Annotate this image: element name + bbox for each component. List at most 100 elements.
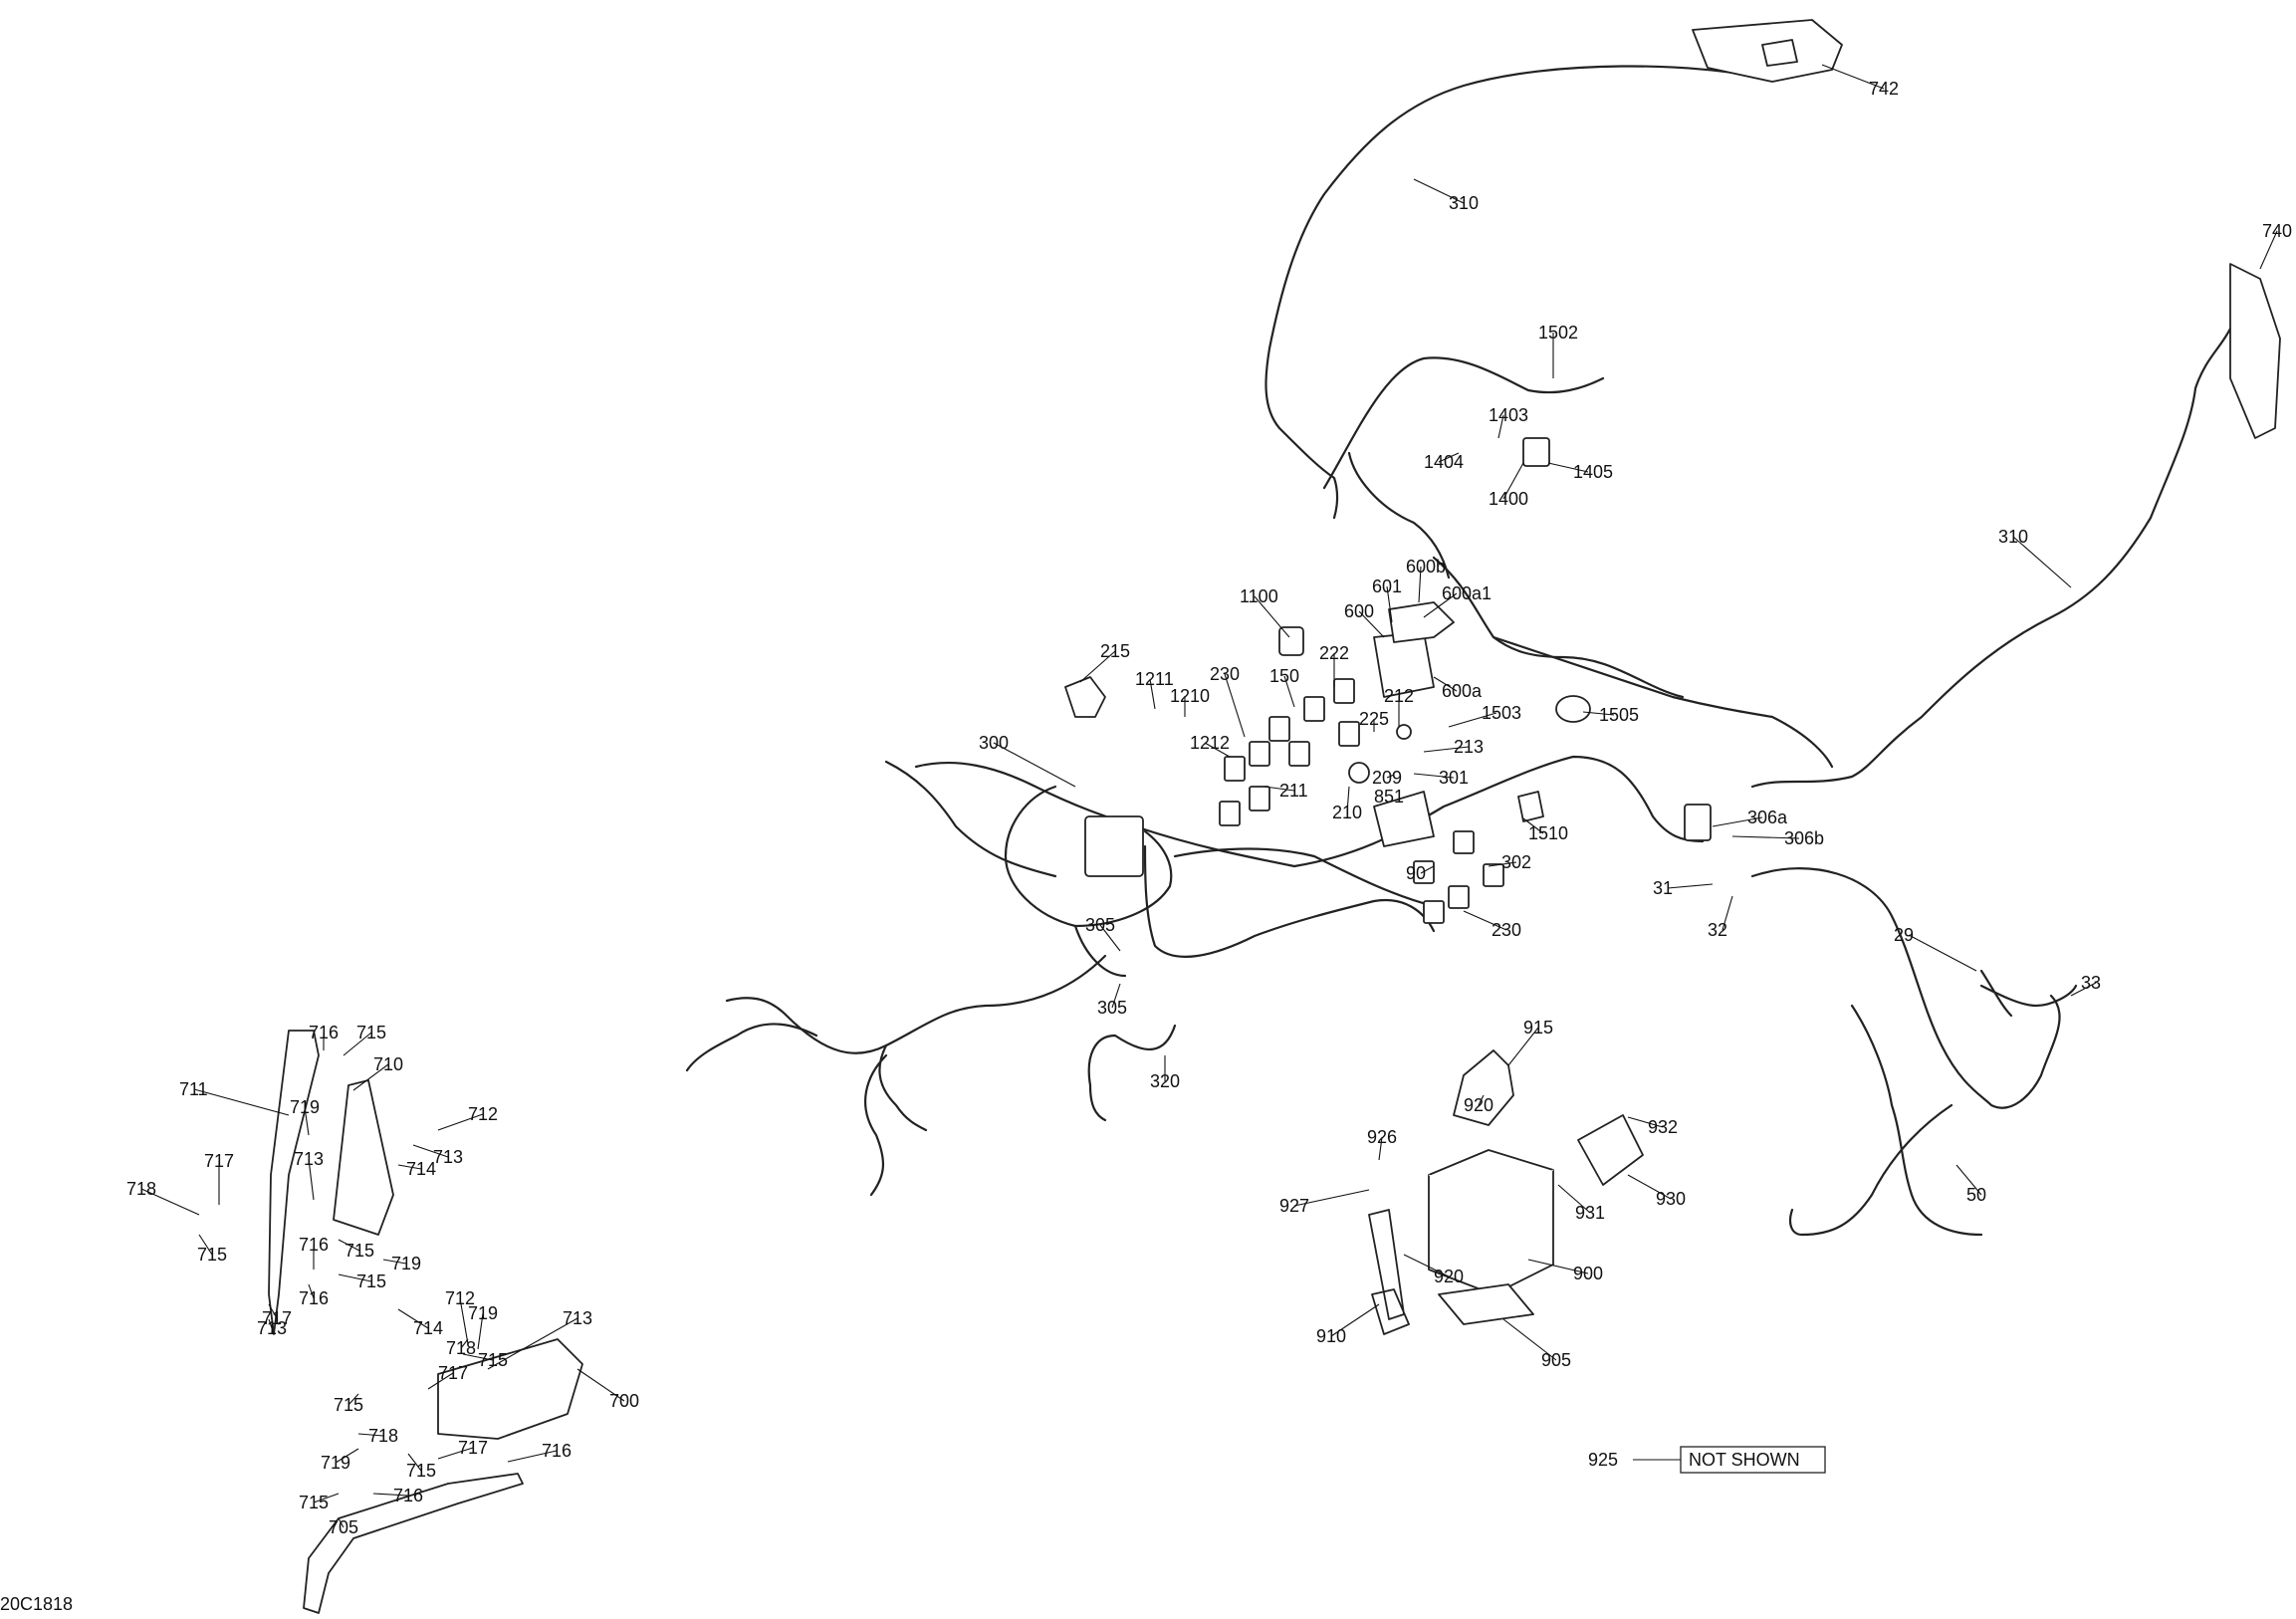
harness-branch-740	[1750, 327, 2232, 789]
svg-text:717: 717	[262, 1308, 292, 1328]
callout-712: 712	[445, 1288, 475, 1345]
callout-700: 700	[576, 1368, 639, 1411]
svg-text:915: 915	[1523, 1018, 1553, 1038]
callout-716: 716	[299, 1235, 329, 1270]
taillight-742-connector	[1761, 39, 1798, 67]
harness-left-feed	[884, 760, 1057, 878]
callout-230: 230	[1210, 664, 1246, 738]
headlamp-700	[437, 1338, 583, 1440]
svg-text:710: 710	[373, 1054, 403, 1074]
svg-text:211: 211	[1279, 781, 1308, 801]
bezel-711	[268, 1030, 320, 1335]
svg-text:212: 212	[1384, 686, 1414, 706]
callout-150: 150	[1269, 666, 1299, 708]
svg-text:90: 90	[1406, 863, 1426, 883]
svg-text:310: 310	[1998, 527, 2028, 547]
callout-300: 300	[979, 733, 1076, 788]
not-shown-label: NOT SHOWN	[1689, 1450, 1800, 1470]
callout-719: 719	[382, 1254, 421, 1273]
callout-715: 715	[406, 1453, 436, 1481]
svg-text:150: 150	[1269, 666, 1299, 686]
callout-600b: 600b	[1406, 557, 1446, 603]
svg-text:33: 33	[2081, 973, 2101, 993]
callout-715: 715	[338, 1272, 386, 1291]
callout-1404: 1404	[1424, 452, 1464, 472]
svg-text:718: 718	[368, 1426, 398, 1446]
svg-text:715: 715	[478, 1350, 508, 1370]
svg-text:716: 716	[299, 1235, 329, 1255]
callout-222: 222	[1319, 643, 1349, 687]
harness-left-branch-a	[878, 1043, 928, 1132]
harness-branch-1502	[1322, 356, 1605, 490]
harness-branch-742	[1264, 65, 1774, 520]
callout-600a1: 600a1	[1423, 583, 1492, 618]
svg-text:920: 920	[1464, 1095, 1493, 1115]
svg-text:715: 715	[406, 1461, 436, 1481]
callout-710: 710	[352, 1054, 403, 1091]
callout-1503: 1503	[1448, 703, 1521, 728]
svg-text:600a: 600a	[1442, 681, 1483, 701]
component-1510	[1517, 791, 1544, 822]
battery-900	[1428, 1149, 1554, 1295]
callout-930: 930	[1627, 1174, 1686, 1209]
svg-text:910: 910	[1316, 1326, 1346, 1346]
callout-742: 742	[1821, 64, 1899, 99]
callout-719: 719	[468, 1303, 498, 1350]
harness-main-trunk	[914, 755, 1705, 868]
svg-text:718: 718	[446, 1338, 476, 1358]
svg-text:305: 305	[1097, 998, 1127, 1018]
callout-715: 715	[334, 1393, 363, 1415]
svg-text:310: 310	[1449, 193, 1479, 213]
callout-33: 33	[2070, 973, 2101, 997]
harness-battery-lead-b	[1850, 1004, 1983, 1237]
svg-text:719: 719	[321, 1453, 350, 1473]
taillight-740	[2229, 263, 2281, 439]
component-1100	[1278, 626, 1304, 656]
svg-text:600a1: 600a1	[1442, 583, 1492, 603]
harness-drop-1400	[1347, 451, 1451, 579]
svg-text:230: 230	[1210, 664, 1240, 684]
callout-713: 713	[257, 1318, 287, 1338]
callout-714: 714	[397, 1308, 443, 1338]
callout-90: 90	[1406, 863, 1435, 883]
fuse-box-cover-600a1	[1388, 601, 1455, 643]
callout-717: 717	[427, 1363, 468, 1390]
callout-713: 713	[487, 1308, 592, 1370]
callout-717: 717	[204, 1151, 234, 1205]
callout-715: 715	[343, 1023, 386, 1056]
callout-209: 209	[1372, 768, 1402, 788]
callout-302: 302	[1488, 852, 1531, 872]
callout-717: 717	[437, 1438, 488, 1460]
svg-text:715: 715	[344, 1241, 374, 1261]
svg-text:1211: 1211	[1135, 669, 1174, 689]
svg-text:900: 900	[1573, 1264, 1603, 1283]
callout-305: 305	[1097, 983, 1127, 1018]
regulator-930	[1577, 1114, 1644, 1186]
callout-705: 705	[329, 1517, 358, 1537]
svg-text:715: 715	[197, 1245, 227, 1265]
relay-cluster	[1219, 678, 1412, 826]
svg-text:210: 210	[1332, 803, 1362, 822]
svg-text:320: 320	[1150, 1071, 1180, 1091]
svg-text:932: 932	[1648, 1117, 1678, 1137]
callout-718: 718	[446, 1338, 476, 1358]
component-1400	[1522, 437, 1550, 467]
callout-915: 915	[1507, 1018, 1553, 1066]
component-1505	[1555, 695, 1591, 723]
callout-932: 932	[1627, 1116, 1678, 1137]
svg-text:306b: 306b	[1784, 828, 1824, 848]
svg-text:305: 305	[1085, 915, 1115, 935]
svg-text:930: 930	[1656, 1189, 1686, 1209]
svg-text:719: 719	[391, 1254, 421, 1273]
harness-battery-lead	[1750, 867, 2061, 1109]
svg-text:714: 714	[406, 1159, 436, 1179]
svg-text:301: 301	[1439, 768, 1469, 788]
svg-text:300: 300	[979, 733, 1009, 753]
svg-text:717: 717	[458, 1438, 488, 1458]
svg-text:209: 209	[1372, 768, 1402, 788]
svg-text:50: 50	[1966, 1185, 1986, 1205]
svg-text:32: 32	[1708, 920, 1727, 940]
bracket-851	[1373, 791, 1435, 847]
relay-cluster-lower	[1413, 830, 1504, 924]
svg-text:600b: 600b	[1406, 557, 1446, 577]
